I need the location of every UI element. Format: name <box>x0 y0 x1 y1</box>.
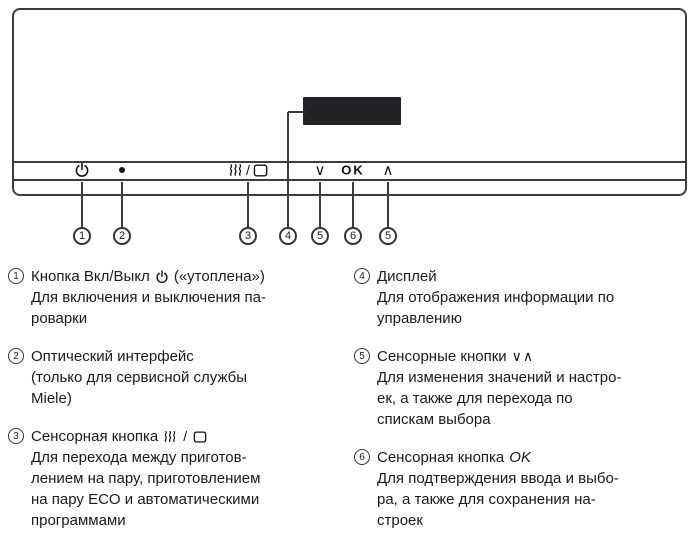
legend-title-text: Кнопка Вкл/Выкл <box>31 268 150 285</box>
chevron-up-icon: ∧ <box>382 162 394 179</box>
program-frame-icon <box>193 430 207 443</box>
callout-badge-4: 4 <box>354 268 370 284</box>
legend-column-right: 4 Дисплей Для отображения информации по … <box>354 266 691 548</box>
leader-line <box>81 182 83 227</box>
legend-title-suffix: («утоплена») <box>173 268 265 285</box>
legend-title: Сенсорные кнопки ∨∧ <box>377 346 621 367</box>
power-button <box>74 162 90 178</box>
legend-title: Сенсорная кнопка OK <box>377 447 619 468</box>
slash-separator: / <box>246 162 250 178</box>
legend: 1 Кнопка Вкл/Выкл («утоплена») Для включ… <box>0 266 699 548</box>
chevron-down-up-icons: ∨∧ <box>511 348 535 364</box>
callout-number-5: 5 <box>311 227 329 245</box>
callout-number-3: 3 <box>239 227 257 245</box>
ok-label: OK <box>509 449 531 466</box>
legend-title: Сенсорная кнопка / <box>31 426 260 447</box>
callout-number-1: 1 <box>73 227 91 245</box>
callout-number-6: 6 <box>344 227 362 245</box>
callout-badge-6: 6 <box>354 449 370 465</box>
callout-badge-3: 3 <box>8 428 24 444</box>
callout-badge-2: 2 <box>8 348 24 364</box>
legend-item-chevron-buttons: 5 Сенсорные кнопки ∨∧ Для изменения знач… <box>354 346 691 430</box>
legend-body: Для перехода между приготов- лением на п… <box>31 449 261 529</box>
legend-column-left: 1 Кнопка Вкл/Выкл («утоплена») Для включ… <box>0 266 354 548</box>
slash-separator: / <box>183 428 188 444</box>
legend-item-ok-button: 6 Сенсорная кнопка OK Для подтверждения … <box>354 447 691 531</box>
steam-icon <box>164 431 176 442</box>
legend-item-steam-button: 3 Сенсорная кнопка / Для перехода между … <box>8 426 354 531</box>
callout-badge-5: 5 <box>354 348 370 364</box>
legend-title-text: Дисплей <box>377 268 437 285</box>
callout-badge-1: 1 <box>8 268 24 284</box>
legend-item-display: 4 Дисплей Для отображения информации по … <box>354 266 691 329</box>
legend-body: Для подтверждения ввода и выбо- ра, а та… <box>377 470 619 529</box>
optical-interface-dot-icon <box>119 167 125 173</box>
display-screen <box>303 97 401 125</box>
legend-title-text: Сенсорная кнопка <box>377 449 505 466</box>
legend-item-optical: 2 Оптический интерфейс (только для серви… <box>8 346 354 409</box>
legend-title: Дисплей <box>377 266 614 287</box>
legend-title-text: Оптический интерфейс <box>31 348 194 365</box>
fascia-line-top <box>14 161 685 163</box>
legend-body: Для отображения информации по управлению <box>377 289 615 327</box>
control-panel-diagram: / ∨ OK ∧ 1 2 3 4 5 6 5 <box>0 0 699 262</box>
power-icon <box>75 162 89 177</box>
optical-interface <box>119 167 125 173</box>
leader-line <box>288 111 305 113</box>
steam-icon <box>229 164 242 176</box>
chevron-down-icon: ∨ <box>314 162 326 179</box>
leader-line <box>121 182 123 227</box>
leader-line <box>247 182 249 227</box>
fascia-line-bottom <box>14 179 685 181</box>
ok-button-label: OK <box>341 162 365 178</box>
program-frame-icon <box>253 164 268 176</box>
steam-mode-button: / <box>228 162 268 178</box>
legend-item-power: 1 Кнопка Вкл/Выкл («утоплена») Для включ… <box>8 266 354 329</box>
legend-title-text: Сенсорная кнопка <box>31 428 159 445</box>
leader-line <box>352 182 354 227</box>
legend-title: Кнопка Вкл/Выкл («утоплена») <box>31 266 266 287</box>
legend-body: (только для сервисной службы Miele) <box>31 369 248 407</box>
legend-body: Для изменения значений и настро- ек, а т… <box>377 369 622 428</box>
callout-number-4: 4 <box>279 227 297 245</box>
legend-title-text: Сенсорные кнопки <box>377 348 507 365</box>
leader-line <box>319 182 321 227</box>
callout-number-5b: 5 <box>379 227 397 245</box>
power-icon <box>156 269 168 283</box>
legend-body: Для включения и выключения па- роварки <box>31 289 266 327</box>
callout-number-2: 2 <box>113 227 131 245</box>
leader-line <box>387 182 389 227</box>
legend-title: Оптический интерфейс <box>31 346 247 367</box>
leader-line <box>287 112 289 227</box>
